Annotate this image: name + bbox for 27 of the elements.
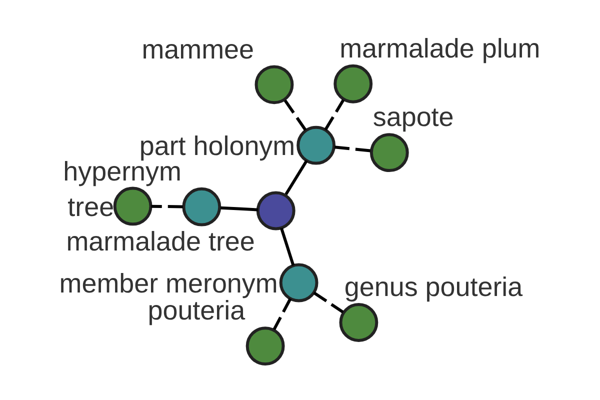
connector <box>150 204 182 208</box>
node-circle <box>278 263 318 302</box>
node-label: marmalade tree <box>66 226 254 256</box>
node-circle <box>182 187 221 226</box>
connector <box>279 228 294 266</box>
node-circle <box>296 126 336 165</box>
node-label: member meronym <box>58 268 278 298</box>
connector <box>272 298 292 330</box>
node-label: mammee <box>141 34 254 64</box>
node-circle <box>256 191 295 230</box>
node-label: tree <box>67 192 114 222</box>
node-circle <box>333 64 372 104</box>
node-label: sapote <box>372 102 454 132</box>
node-circle <box>112 186 152 226</box>
connector <box>324 99 344 131</box>
node-circle <box>338 303 378 342</box>
node-circle <box>245 326 284 366</box>
connector <box>284 160 308 196</box>
connector <box>334 146 371 152</box>
connector <box>220 206 258 212</box>
node-label: part holonym <box>138 130 295 161</box>
node-circle <box>254 65 294 104</box>
node-circle <box>369 133 408 172</box>
connector <box>312 292 344 314</box>
node-label: marmalade plum <box>339 34 540 64</box>
node-label: genus pouteria <box>344 272 522 302</box>
connector <box>282 98 306 131</box>
